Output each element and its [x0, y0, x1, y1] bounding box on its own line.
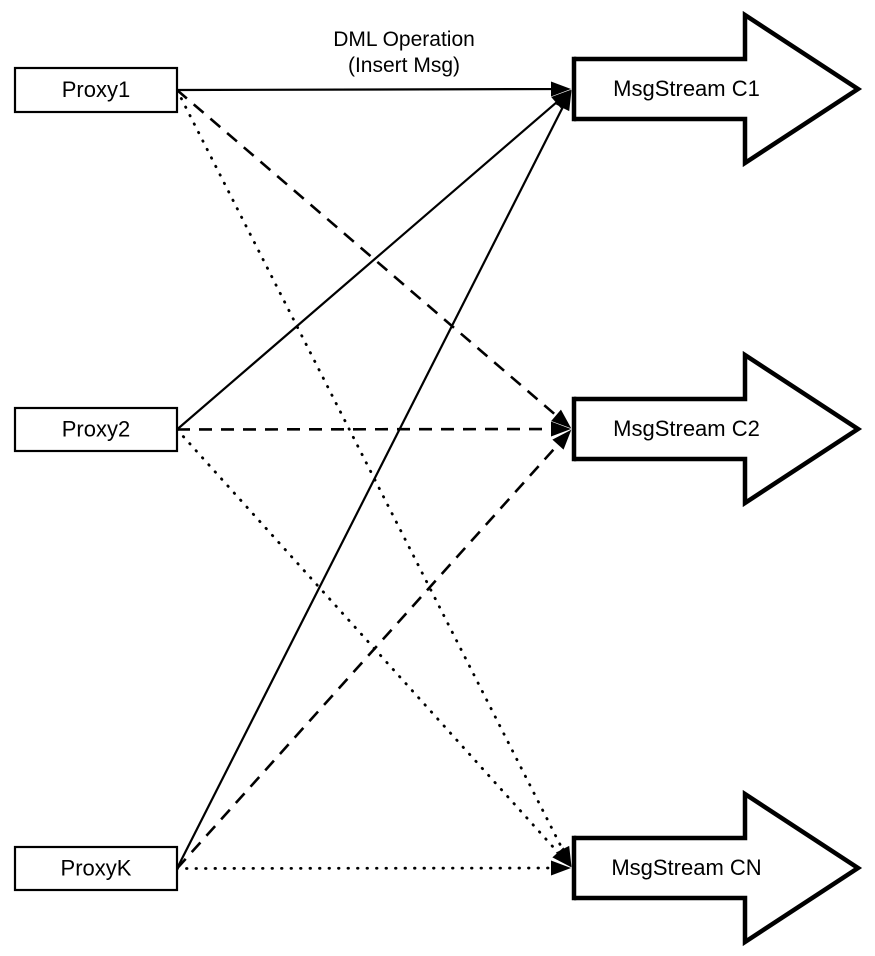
proxy-box-rect — [13, 66, 179, 114]
stream-block-arrow-icon — [574, 10, 863, 168]
arrowhead-icon-proxy1-stream_c1 — [550, 81, 571, 97]
edge-proxy1-to-stream_c1-solid — [176, 87, 558, 92]
edge-label-line2: (Insert Msg) — [348, 54, 460, 77]
proxy-node-proxyk[interactable]: ProxyK — [13, 845, 179, 892]
proxy-node-proxy1[interactable]: Proxy1 — [13, 66, 179, 114]
arrowhead-icon-proxy2-stream_cn — [552, 847, 572, 868]
arrowhead-icon-proxyk-stream_c1 — [555, 89, 572, 112]
proxy-label: Proxy1 — [62, 77, 130, 102]
edges-layer — [175, 87, 567, 870]
proxy-label: ProxyK — [61, 855, 132, 880]
edge-proxyk-to-stream_c2-dashed — [176, 439, 563, 870]
stream-label: MsgStream C1 — [613, 76, 760, 101]
arrowhead-icon-proxy1-stream_c2 — [551, 409, 572, 429]
stream-node-stream_c1[interactable]: MsgStream C1 — [571, 10, 863, 168]
arrowhead-icon-proxy2-stream_c2 — [550, 421, 571, 437]
edge-proxy1-to-stream_cn-dotted — [175, 88, 567, 857]
proxy-box-rect — [13, 406, 179, 453]
edge-proxy2-to-stream_cn-dotted — [175, 428, 564, 859]
arrowhead-icon-proxyk-stream_cn — [550, 860, 571, 876]
stream-label: MsgStream CN — [611, 855, 761, 880]
stream-block-arrow-icon — [574, 350, 863, 508]
edge-proxy2-to-stream_c1-solid — [176, 97, 562, 431]
stream-node-stream_cn[interactable]: MsgStream CN — [571, 789, 863, 947]
stream-node-stream_c2[interactable]: MsgStream C2 — [571, 350, 863, 508]
edge-label-group: DML Operation (Insert Msg) — [333, 28, 475, 77]
streams-layer: MsgStream C1 MsgStream C2 MsgStream CN — [571, 10, 863, 947]
proxy-label: Proxy2 — [62, 416, 130, 441]
edge-proxyk-to-stream_c1-solid — [176, 101, 567, 869]
arrowhead-icon-proxyk-stream_c2 — [552, 429, 572, 450]
proxy-box-rect — [13, 845, 179, 892]
arrowhead-icon-proxy2-stream_c1 — [551, 89, 572, 109]
edge-proxy1-to-stream_c2-dashed — [176, 89, 562, 421]
stream-block-arrow-icon — [574, 789, 863, 947]
stream-label: MsgStream C2 — [613, 416, 760, 441]
edge-label-line1: DML Operation — [333, 28, 475, 51]
proxy-node-proxy2[interactable]: Proxy2 — [13, 406, 179, 453]
arrowheads-layer — [550, 81, 572, 876]
